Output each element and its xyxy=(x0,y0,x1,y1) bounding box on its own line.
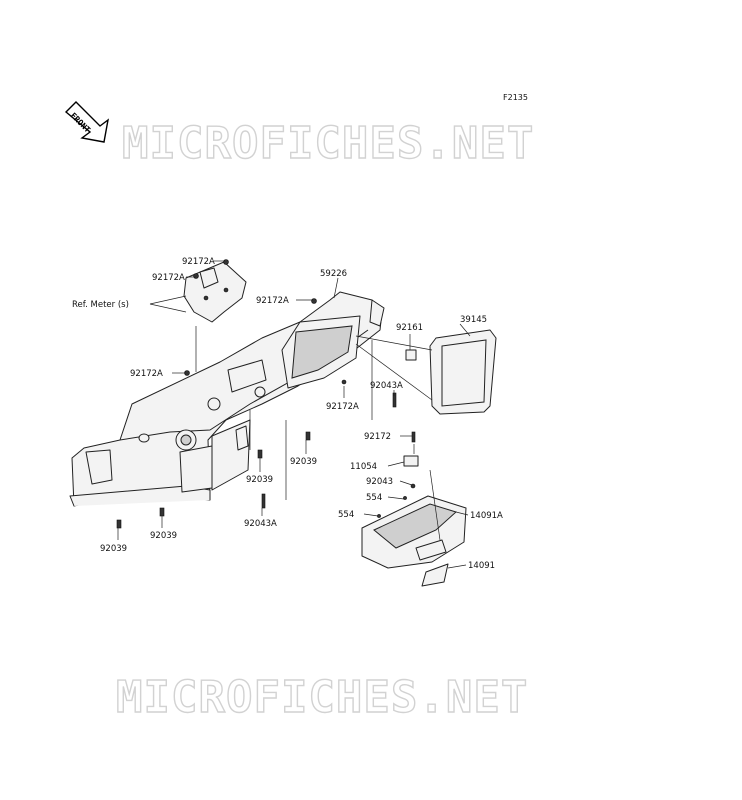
callout-554-lower: 554 xyxy=(338,510,354,520)
callout-92172A-bracket: 92172A xyxy=(152,273,185,283)
callout-92161: 92161 xyxy=(396,323,423,333)
callout-92172A-top: 92172A xyxy=(182,257,215,267)
callout-39145: 39145 xyxy=(460,315,487,325)
meter-bracket-drawing xyxy=(183,261,247,323)
watermark-bottom: MICROFICHES.NET xyxy=(116,672,528,723)
callout-92043A-right: 92043A xyxy=(370,381,403,391)
hardware-drawing xyxy=(116,259,419,529)
callout-92039-center: 92039 xyxy=(290,457,317,467)
callout-14091: 14091 xyxy=(468,561,495,571)
callout-92172A-right: 92172A xyxy=(256,296,289,306)
dash-panel-drawing xyxy=(69,291,385,507)
callout-11054: 11054 xyxy=(350,462,377,472)
leader-lines xyxy=(117,260,471,569)
glove-box-drawing xyxy=(361,495,467,587)
callout-92043: 92043 xyxy=(366,477,393,487)
callout-92039-lower: 92039 xyxy=(150,531,177,541)
callout-59226: 59226 xyxy=(320,269,347,279)
front-arrow-icon: FRONT xyxy=(64,101,110,143)
callout-554-upper: 554 xyxy=(366,493,382,503)
callout-ref-meter: Ref. Meter (s) xyxy=(72,300,129,310)
callout-92172: 92172 xyxy=(364,432,391,442)
callout-92039-mid: 92039 xyxy=(246,475,273,485)
figure-code: F2135 xyxy=(503,93,528,102)
callout-14091A: 14091A xyxy=(470,511,503,521)
callout-labels: 92172A 92172A Ref. Meter (s) 59226 92172… xyxy=(72,257,503,571)
callout-92172A-lower: 92172A xyxy=(326,402,359,412)
lens-seal-drawing xyxy=(429,329,497,415)
callout-92043A-bottom: 92043A xyxy=(244,519,277,529)
callout-92039-left: 92039 xyxy=(100,544,127,554)
watermark-top: MICROFICHES.NET xyxy=(122,118,534,169)
callout-92172A-left: 92172A xyxy=(130,369,163,379)
